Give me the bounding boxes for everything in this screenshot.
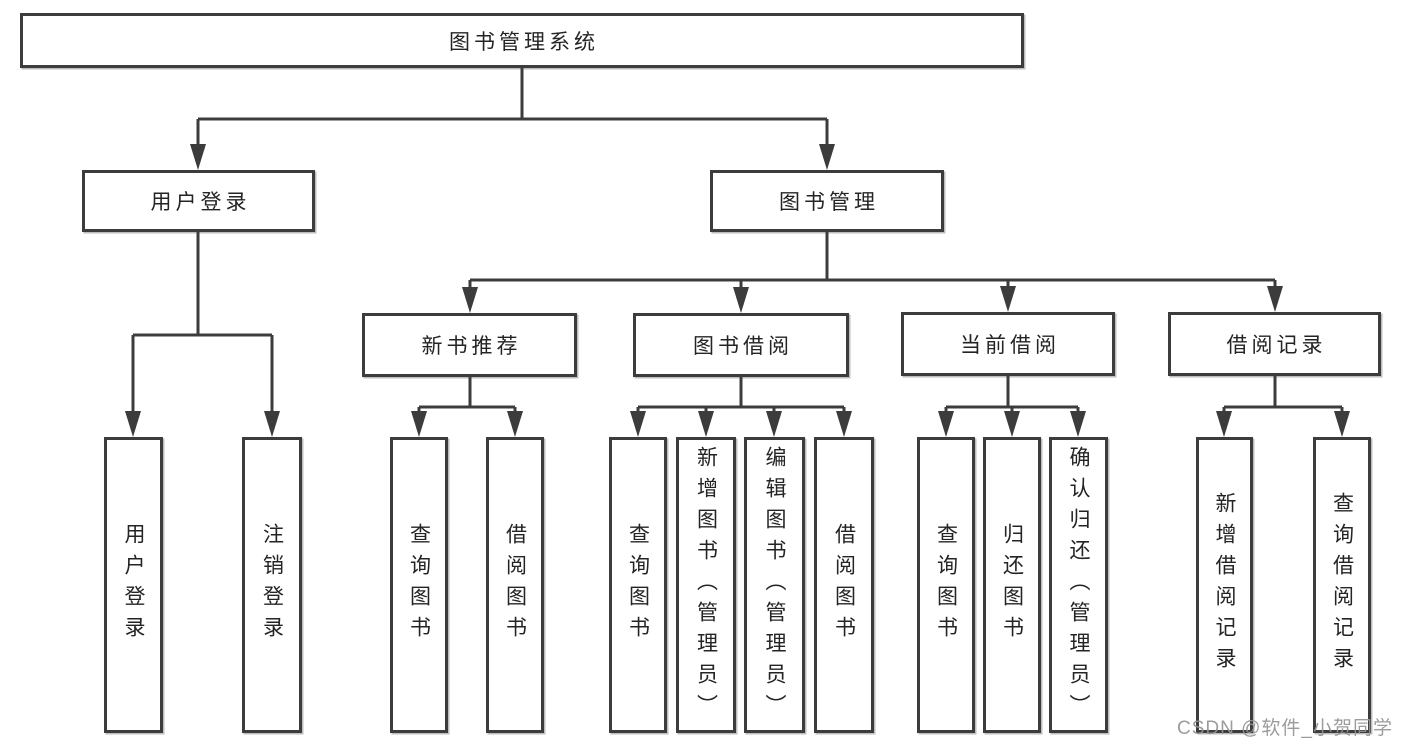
edge-bookborrow-to-leaves	[636, 377, 846, 413]
node-borrowing-records: 借阅记录	[1168, 312, 1381, 376]
leaf-bookborrow-query-books: 查询图书	[609, 437, 667, 733]
leaf-user-login-label: 用户登录	[122, 523, 145, 647]
node-new-book-recommend-label: 新书推荐	[421, 335, 522, 358]
leaf-newbookrec-query-books: 查询图书	[390, 437, 448, 733]
leaf-currentborrow-confirm-return-admin: 确认归还（管理员）	[1049, 437, 1108, 733]
leaf-user-login: 用户登录	[104, 437, 163, 733]
leaf-records-query-borrow-record: 查询借阅记录	[1313, 437, 1371, 733]
leaf-bookborrow-edit-books-admin-label: 编辑图书（管理员）	[763, 445, 786, 725]
leaf-bookborrow-borrow-books: 借阅图书	[814, 437, 874, 733]
edge-borrowrecords-to-leaves	[1222, 376, 1344, 413]
arrowheads	[125, 144, 1350, 437]
node-user-login: 用户登录	[82, 170, 315, 232]
edge-newbookrec-to-leaves	[417, 377, 517, 413]
node-borrowing-records-label: 借阅记录	[1226, 334, 1327, 357]
leaf-logout: 注销登录	[242, 437, 302, 733]
leaf-records-add-borrow-record-label: 新增借阅记录	[1213, 492, 1236, 678]
node-book-management: 图书管理	[710, 170, 944, 232]
leaf-logout-label: 注销登录	[260, 523, 284, 647]
node-new-book-recommend: 新书推荐	[362, 313, 577, 377]
leaf-bookborrow-borrow-books-label: 借阅图书	[832, 523, 856, 647]
node-current-borrowing: 当前借阅	[901, 312, 1115, 376]
edge-root-to-level2	[196, 68, 829, 146]
csdn-watermark: CSDN @软件_小贺同学	[1177, 718, 1393, 739]
leaf-bookborrow-query-books-label: 查询图书	[626, 523, 650, 647]
leaf-currentborrow-query-books-label: 查询图书	[934, 523, 958, 647]
node-root-system: 图书管理系统	[20, 13, 1024, 68]
leaf-bookborrow-add-books-admin: 新增图书（管理员）	[676, 437, 736, 733]
edge-userlogin-to-leaves	[131, 232, 274, 413]
leaf-newbookrec-query-books-label: 查询图书	[407, 523, 431, 647]
edge-bookmgmt-to-level3	[468, 232, 1277, 289]
leaf-records-query-borrow-record-label: 查询借阅记录	[1330, 492, 1354, 678]
leaf-currentborrow-return-books-label: 归还图书	[1000, 523, 1024, 647]
node-current-borrowing-label: 当前借阅	[960, 334, 1060, 357]
leaf-records-add-borrow-record: 新增借阅记录	[1196, 437, 1253, 733]
leaf-newbookrec-borrow-books: 借阅图书	[486, 437, 544, 733]
leaf-bookborrow-add-books-admin-label: 新增图书（管理员）	[694, 445, 718, 725]
leaf-currentborrow-confirm-return-admin-label: 确认归还（管理员）	[1067, 445, 1090, 725]
leaf-currentborrow-query-books: 查询图书	[917, 437, 975, 733]
leaf-newbookrec-borrow-books-label: 借阅图书	[503, 523, 527, 647]
node-book-borrowing-label: 图书借阅	[693, 335, 793, 358]
node-root-system-label: 图书管理系统	[449, 30, 599, 54]
edge-currentborrow-to-leaves	[944, 376, 1080, 413]
node-book-management-label: 图书管理	[779, 191, 879, 214]
node-book-borrowing: 图书借阅	[633, 313, 849, 377]
node-user-login-label: 用户登录	[150, 191, 251, 214]
leaf-currentborrow-return-books: 归还图书	[983, 437, 1041, 733]
leaf-bookborrow-edit-books-admin: 编辑图书（管理员）	[744, 437, 805, 733]
